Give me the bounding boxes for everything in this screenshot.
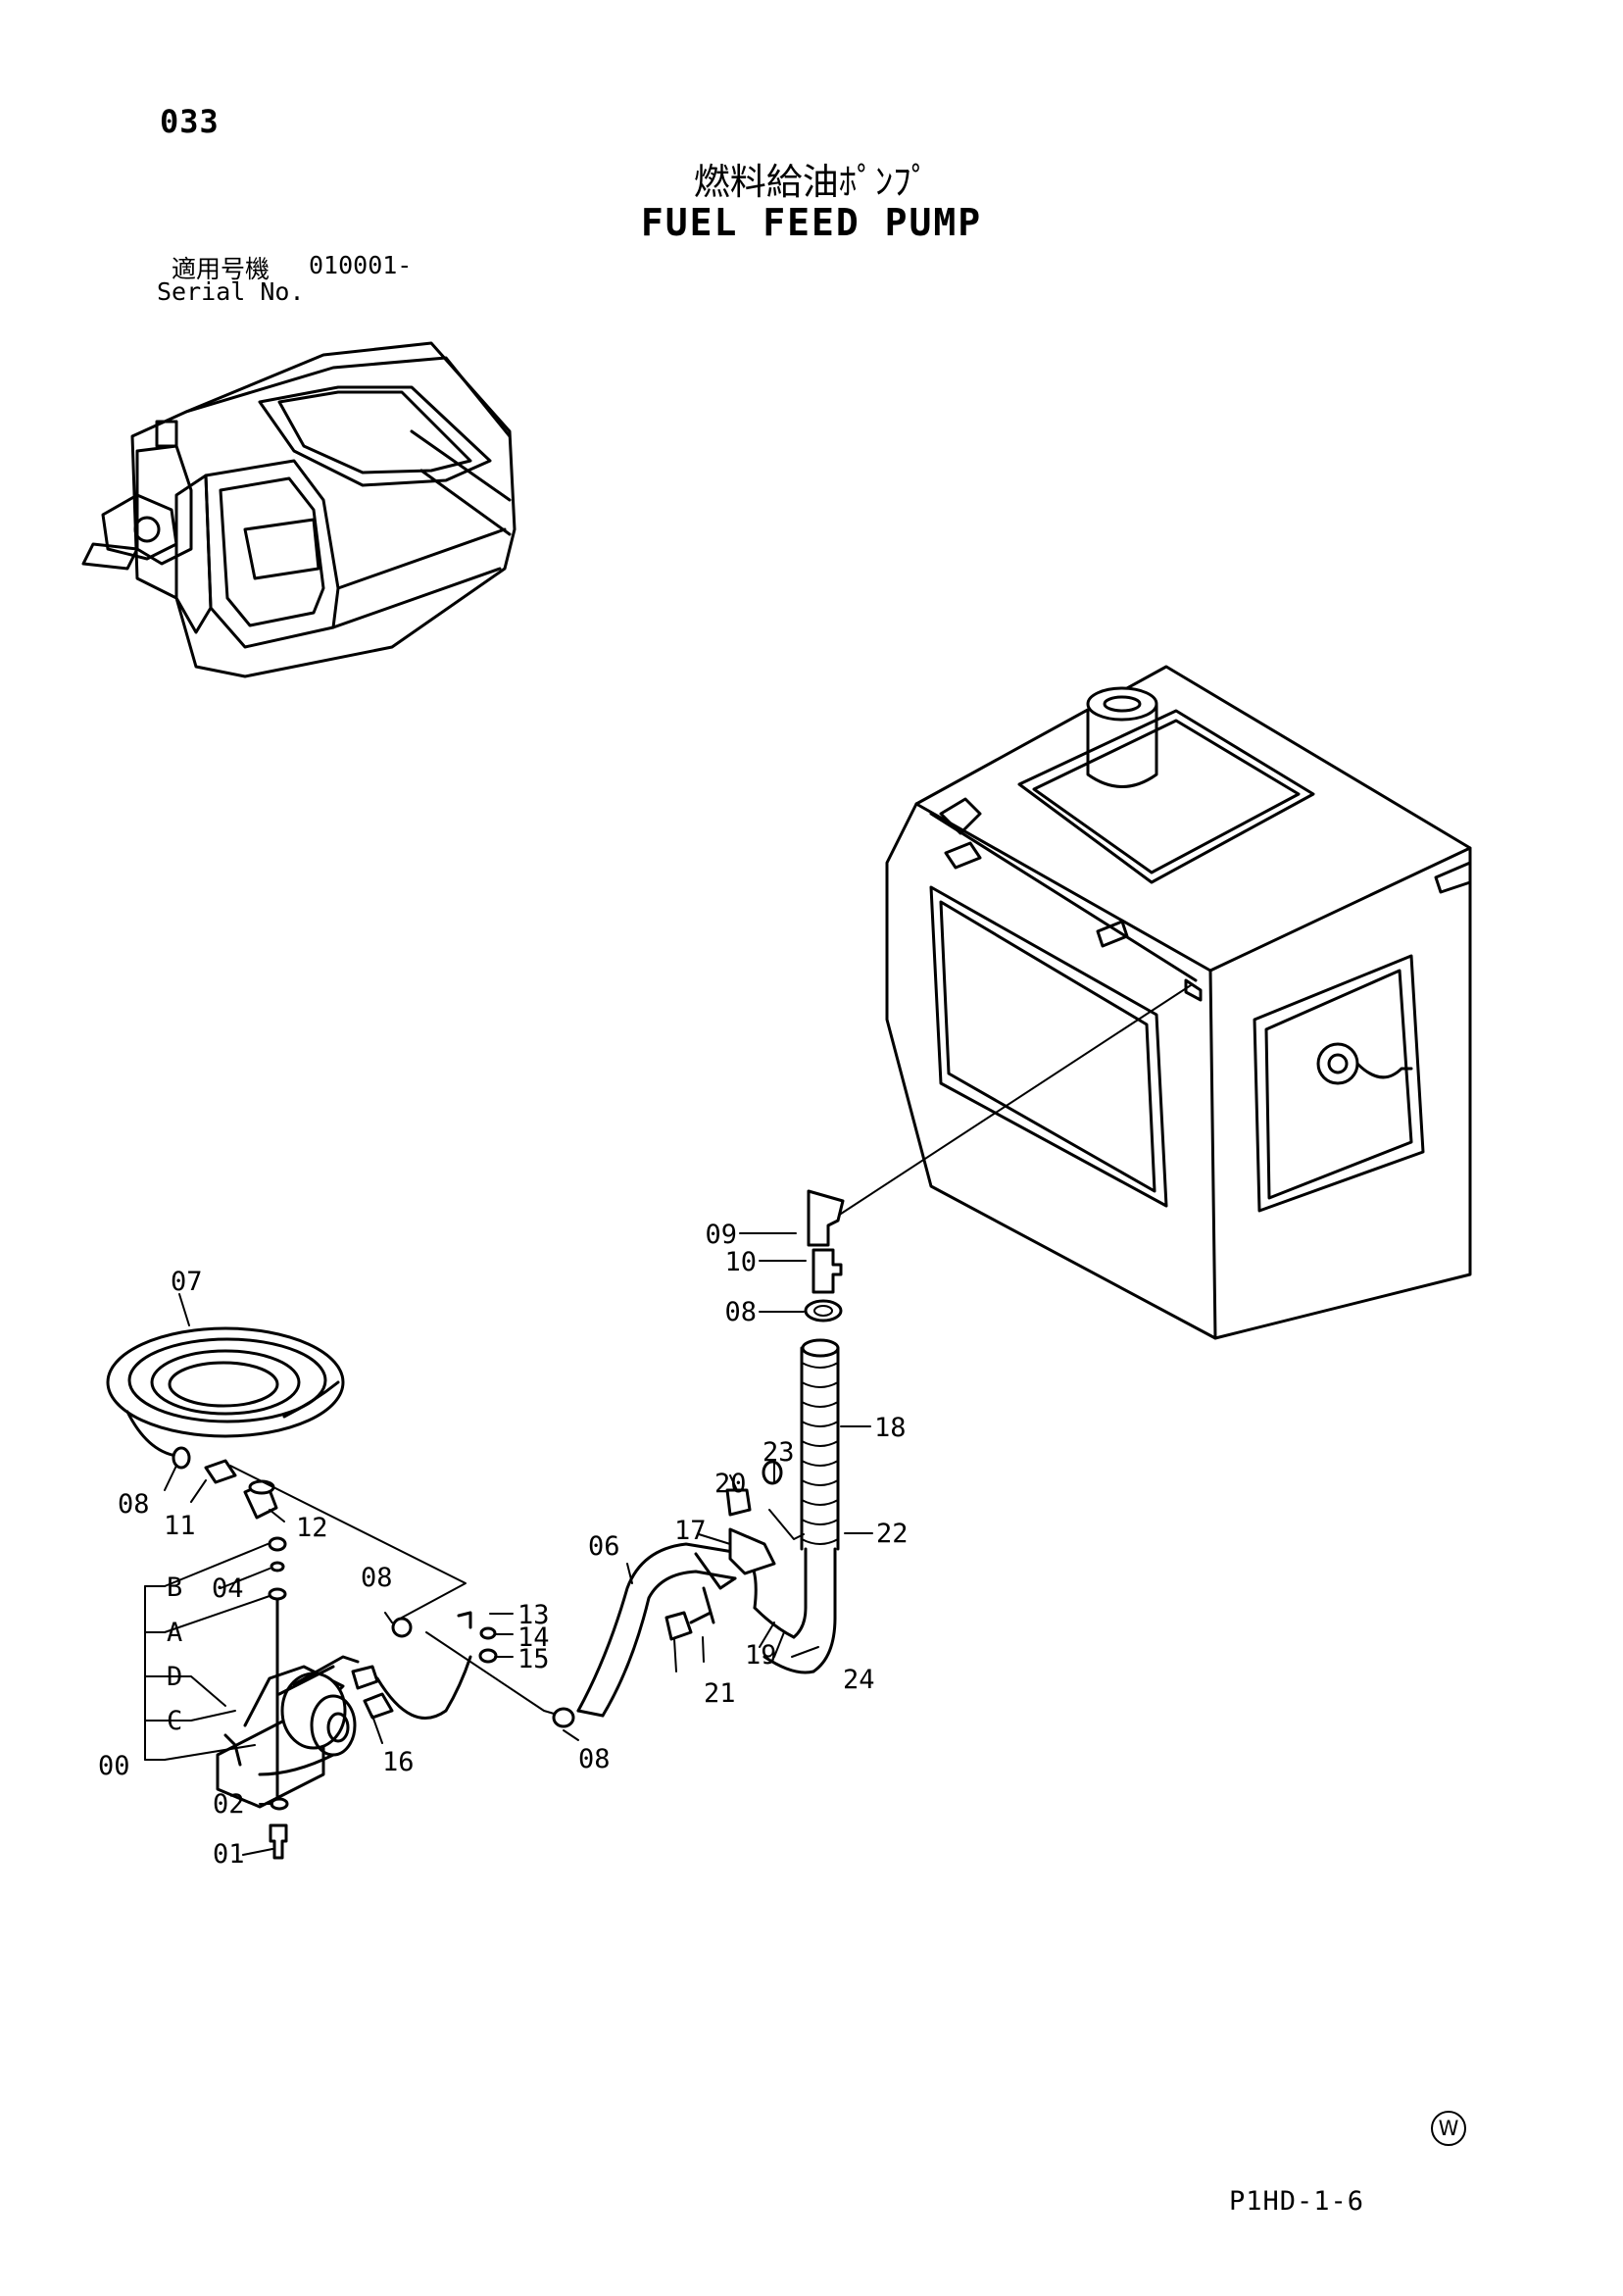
excavator-overview bbox=[81, 341, 516, 678]
washer-14 bbox=[479, 1626, 497, 1640]
leader-lines bbox=[164, 1232, 873, 1856]
callout-24: 24 bbox=[843, 1665, 875, 1695]
hose-clamp-08-left bbox=[172, 1446, 191, 1470]
clip-13 bbox=[457, 1611, 472, 1629]
fitting-11 bbox=[204, 1459, 237, 1484]
callout-02: 02 bbox=[213, 1789, 245, 1820]
title-japanese: 燃料給油ﾎﾟﾝﾌﾟ bbox=[693, 161, 930, 203]
clip-19 bbox=[702, 1586, 715, 1624]
serial-label-english: Serial No. bbox=[157, 277, 305, 306]
serial-label-japanese: 適用号機 bbox=[172, 255, 270, 283]
callout-c: C bbox=[167, 1706, 182, 1736]
fuel-pump-assembly bbox=[216, 1655, 472, 1809]
callout-08-mid: 08 bbox=[361, 1563, 393, 1593]
bolt-20 bbox=[725, 1488, 752, 1517]
page-code: P1HD-1-6 bbox=[1229, 2186, 1365, 2217]
tank-outlet-leader bbox=[837, 984, 1192, 1217]
callout-labels: 09 10 08 18 23 20 22 17 06 19 21 24 07 0… bbox=[98, 1220, 909, 1870]
pipe-22 bbox=[792, 1547, 837, 1673]
fuel-tank bbox=[885, 665, 1472, 1340]
callout-18: 18 bbox=[874, 1413, 907, 1443]
hose-24-ribs bbox=[759, 1622, 785, 1658]
callout-23: 23 bbox=[762, 1437, 795, 1468]
bolt-01 bbox=[269, 1823, 288, 1860]
callout-04: 04 bbox=[212, 1573, 244, 1604]
bracket-17 bbox=[728, 1527, 776, 1575]
hose-clamp-08-mid bbox=[391, 1617, 413, 1638]
callout-09: 09 bbox=[705, 1220, 737, 1250]
callout-21: 21 bbox=[704, 1678, 736, 1709]
washer-04 bbox=[270, 1561, 285, 1572]
callout-20: 20 bbox=[714, 1469, 747, 1499]
nipple-fitting-10 bbox=[812, 1248, 843, 1294]
hose-clamp-08-upper bbox=[804, 1299, 843, 1323]
callout-08-upper: 08 bbox=[724, 1297, 757, 1327]
washer-a bbox=[268, 1587, 287, 1601]
corrugated-hose-18 bbox=[800, 1338, 840, 1551]
callout-06: 06 bbox=[588, 1531, 620, 1562]
callout-14: 14 bbox=[517, 1622, 550, 1653]
coil-leader bbox=[229, 1465, 467, 1619]
hose-clamp-08-lower bbox=[552, 1707, 575, 1728]
callout-08-lower: 08 bbox=[578, 1744, 611, 1774]
callout-00: 00 bbox=[98, 1751, 130, 1781]
callout-01: 01 bbox=[213, 1839, 245, 1870]
callout-17: 17 bbox=[674, 1516, 707, 1546]
nut-15 bbox=[478, 1648, 498, 1664]
callout-b: B bbox=[167, 1572, 182, 1603]
callout-10: 10 bbox=[724, 1247, 757, 1277]
callout-12: 12 bbox=[296, 1513, 328, 1543]
callout-a: A bbox=[167, 1618, 182, 1648]
callout-07: 07 bbox=[171, 1267, 203, 1297]
nut-b bbox=[268, 1536, 287, 1552]
coiled-hose-07 bbox=[106, 1326, 345, 1458]
serial-number-value: 010001- bbox=[309, 251, 413, 279]
callout-15: 15 bbox=[517, 1644, 550, 1674]
callout-11: 11 bbox=[164, 1511, 196, 1541]
elbow-fitting-09 bbox=[807, 1189, 845, 1247]
callout-19: 19 bbox=[745, 1640, 777, 1671]
callout-22: 22 bbox=[876, 1519, 909, 1549]
callout-16: 16 bbox=[382, 1747, 415, 1777]
watermark-symbol: W bbox=[1431, 2111, 1466, 2146]
bolt-21 bbox=[664, 1611, 693, 1641]
connector-16 bbox=[363, 1692, 394, 1720]
callout-d: D bbox=[167, 1662, 182, 1692]
callout-08-left: 08 bbox=[118, 1489, 150, 1520]
callout-13: 13 bbox=[517, 1600, 550, 1630]
title-english: FUEL FEED PUMP bbox=[640, 201, 983, 244]
hose-24 bbox=[753, 1606, 815, 1674]
washer-02 bbox=[270, 1797, 289, 1811]
washer-23 bbox=[762, 1460, 783, 1485]
page-number: 033 bbox=[160, 103, 220, 140]
